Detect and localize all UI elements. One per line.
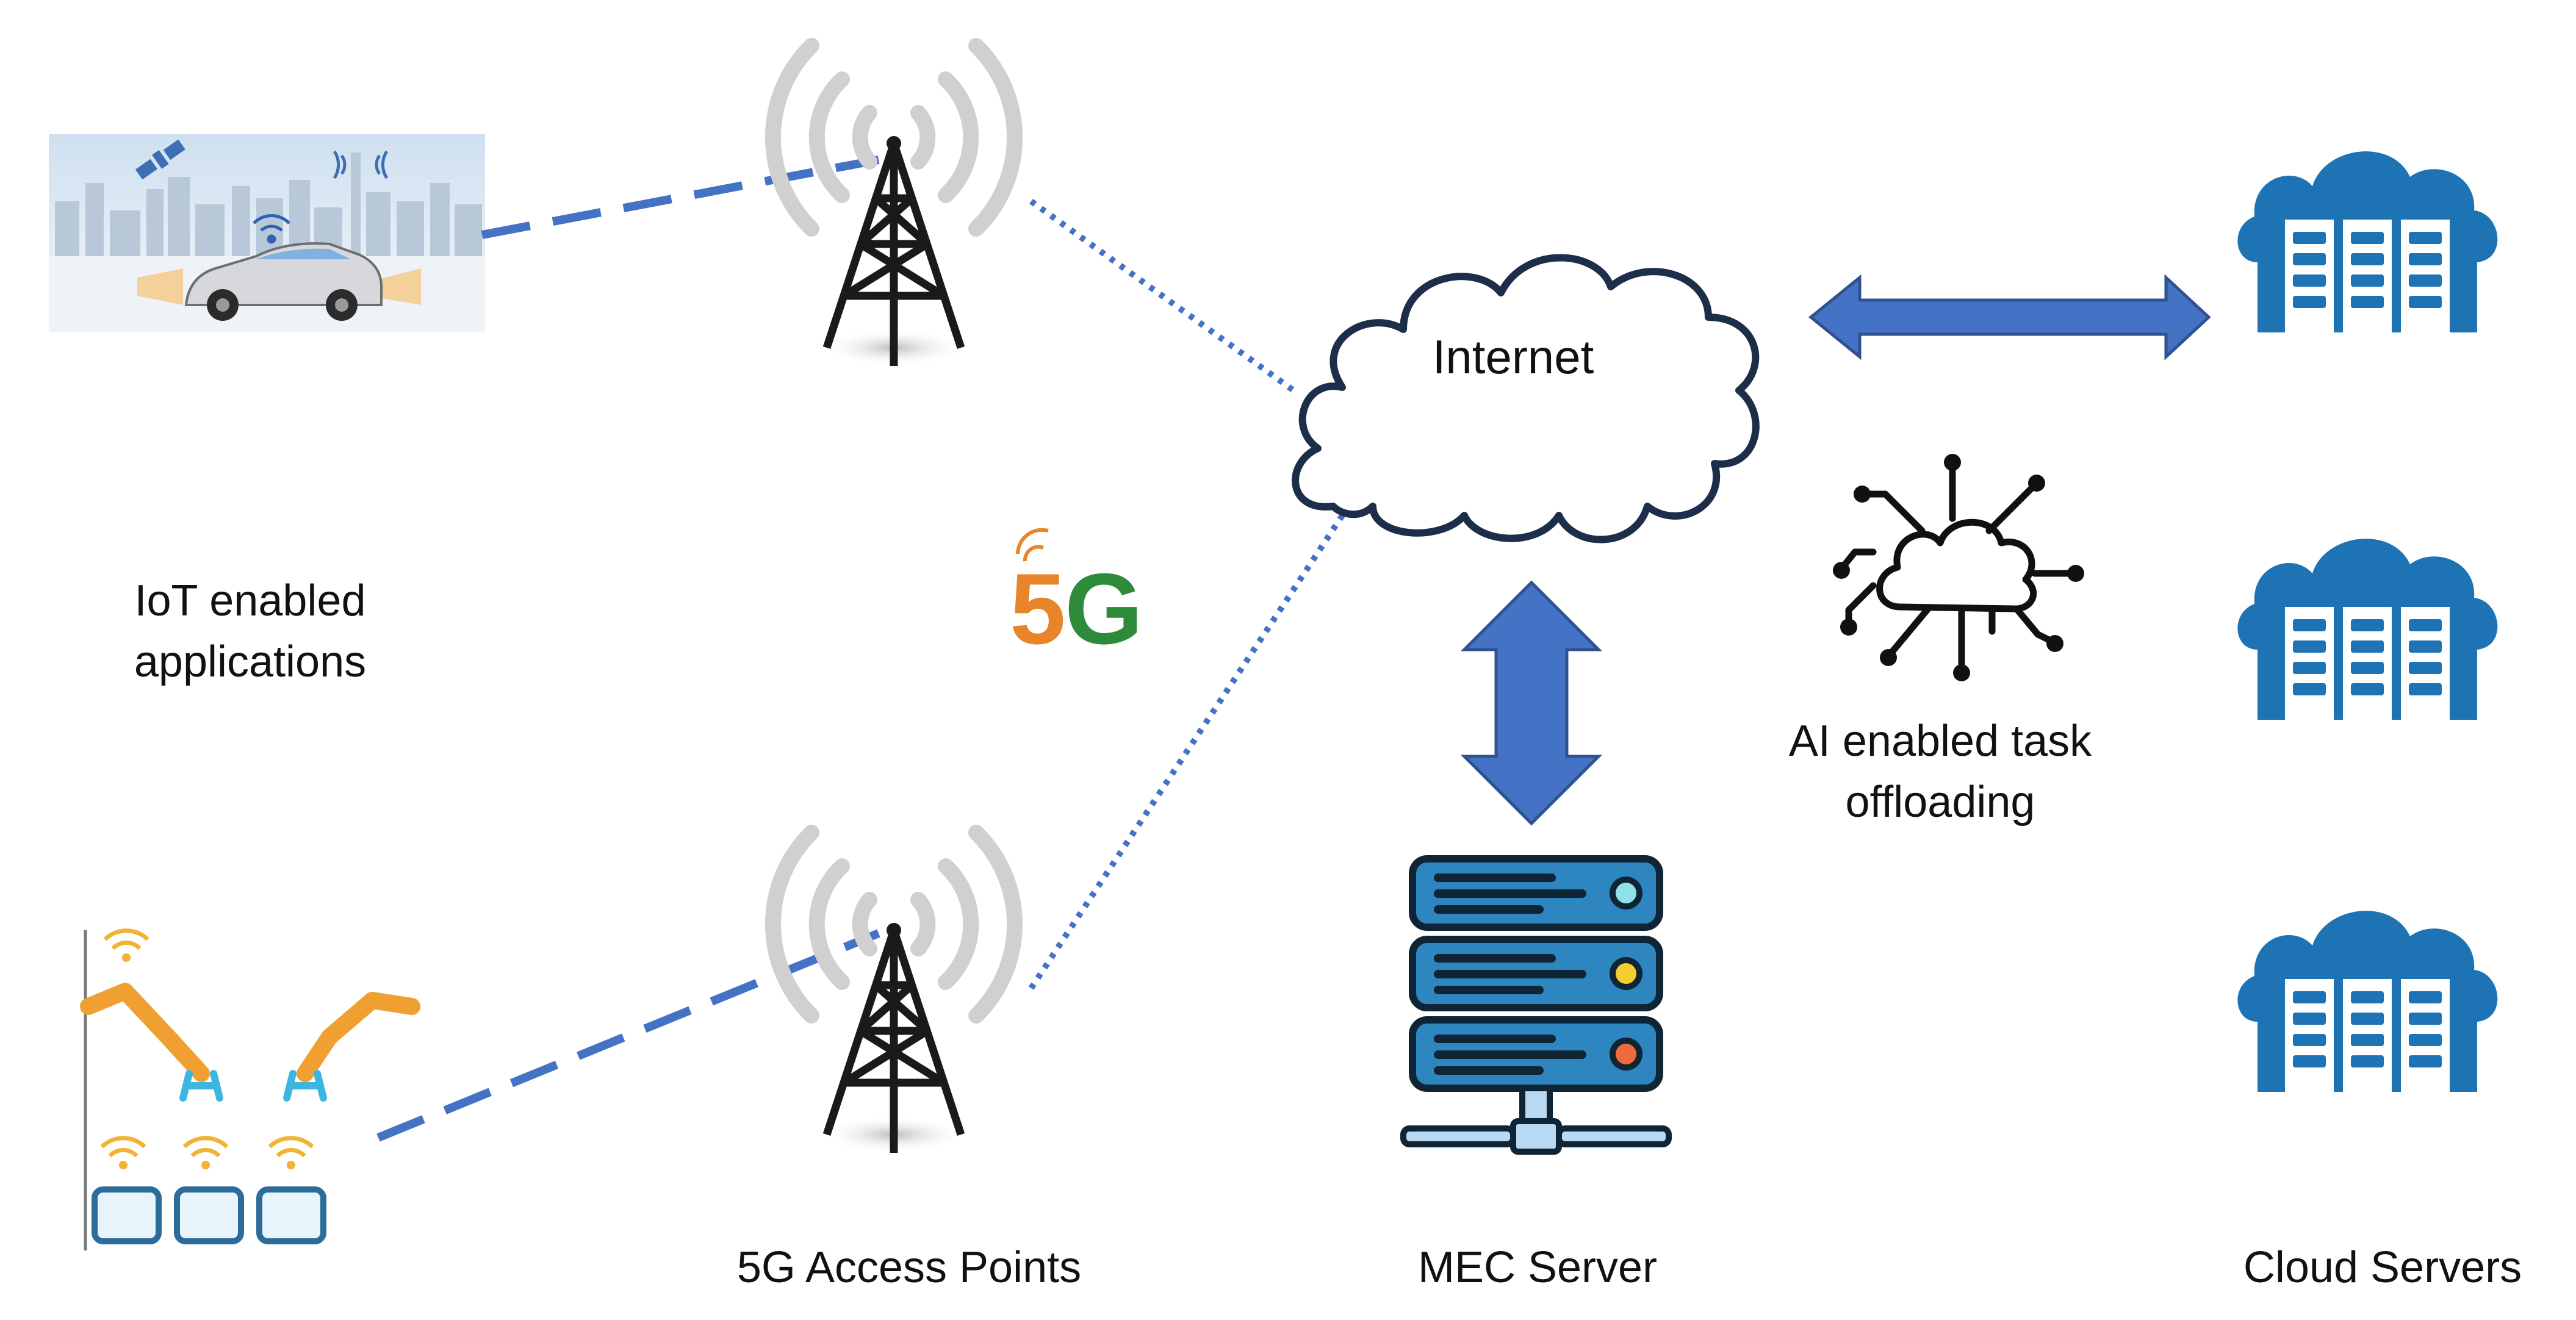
cloud-servers-label: Cloud Servers (2243, 1243, 2522, 1292)
cloud-server-icon (2237, 911, 2498, 1098)
ai-label-line2: offloading (1845, 778, 2035, 827)
ai-cloud-network-icon (1839, 463, 2075, 672)
cloud-server-icon (2237, 539, 2498, 726)
iot-applications-label: IoT enabled applications (92, 570, 409, 692)
internet-cloud-arrow (1808, 274, 2211, 360)
factory-iot-icon (80, 928, 420, 1250)
ai-offloading-label: AI enabled task offloading (1757, 711, 2123, 833)
5g-badge-icon: 5 G (1010, 528, 1143, 665)
internet-label: Internet (1432, 330, 1594, 384)
internet-mec-arrow (1460, 580, 1603, 826)
ai-label-line1: AI enabled task (1788, 717, 2092, 766)
mec-server-label: MEC Server (1417, 1243, 1658, 1292)
cell-tower-bottom-icon (765, 825, 1023, 1153)
vehicle-iot-icon (49, 134, 485, 332)
wireless-links (376, 156, 1345, 1142)
mec-server-icon (1400, 855, 1672, 1155)
access-points-label: 5G Access Points (736, 1243, 1082, 1292)
svg-text:5: 5 (1010, 553, 1066, 665)
ai-network-nodes (1833, 454, 2084, 681)
cloud-server-icon (2237, 151, 2498, 339)
svg-text:G: G (1065, 553, 1143, 665)
internet-cloud-icon (1292, 254, 1760, 543)
iot-label-line2: applications (134, 637, 367, 686)
iot-label-line1: IoT enabled (134, 576, 366, 625)
cell-tower-top-icon (765, 38, 1023, 366)
